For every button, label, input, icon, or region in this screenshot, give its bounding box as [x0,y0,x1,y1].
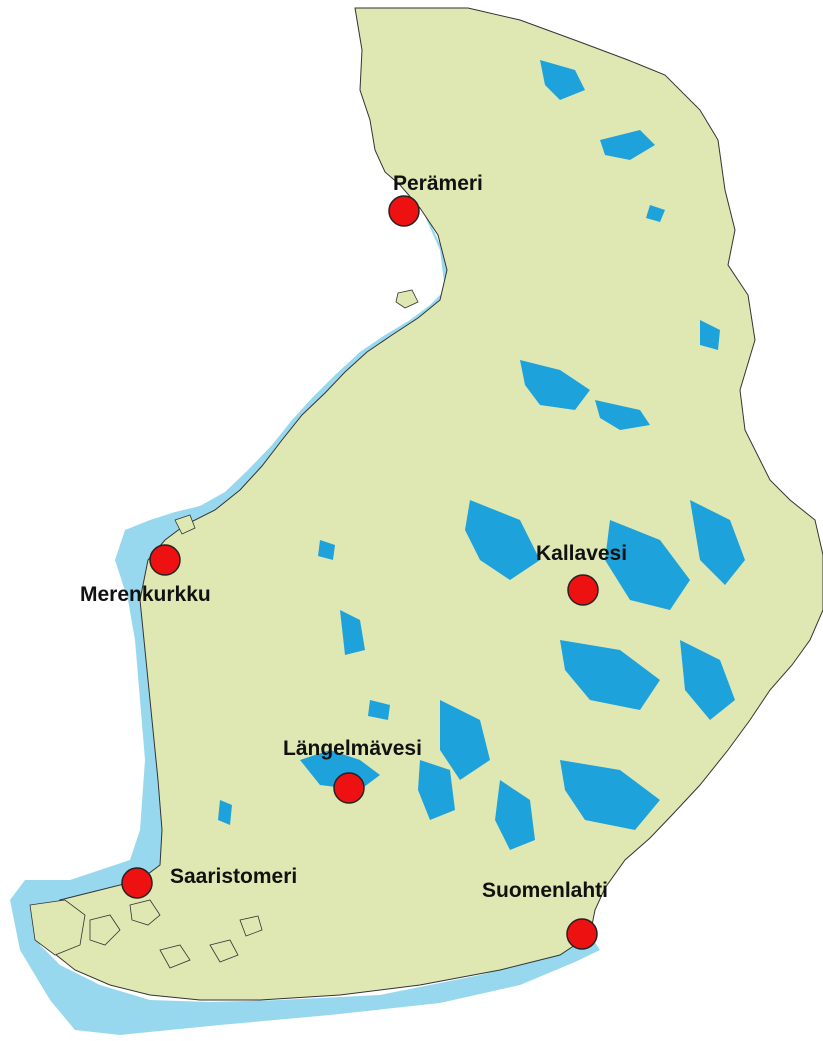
label-merenkurkku: Merenkurkku [80,583,211,606]
label-suomenlahti: Suomenlahti [482,879,608,902]
label-saaristomeri: Saaristomeri [170,865,297,888]
label-kallavesi: Kallavesi [536,542,627,565]
marker-kallavesi [567,574,599,606]
label-peramer: Perämeri [393,172,483,195]
marker-peramer [388,195,420,227]
marker-merenkurkku [149,544,181,576]
marker-saaristomeri [121,867,153,899]
sea-area [10,168,600,1035]
marker-suomenlahti [566,918,598,950]
place-labels: Perämeri Merenkurkku Kallavesi Längelmäv… [80,172,627,902]
land-finland [44,7,823,1001]
label-langelmavesi: Längelmävesi [283,737,422,760]
marker-langelmavesi [333,772,365,804]
islands [29,289,419,969]
place-markers [121,195,599,950]
